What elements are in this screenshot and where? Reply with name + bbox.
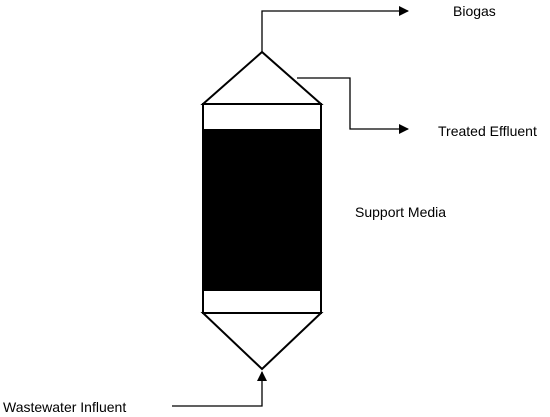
wastewater-influent-inlet-line: [172, 371, 267, 407]
treated-effluent-label: Treated Effluent: [438, 123, 537, 139]
wastewater-influent-label: Wastewater Influent: [3, 399, 126, 415]
reactor-bottom-cone: [200, 312, 324, 371]
biogas-label: Biogas: [453, 3, 496, 19]
support-media-block: [203, 129, 321, 291]
biogas-outlet-line: [261, 6, 409, 52]
treated-effluent-outlet-line: [297, 77, 409, 134]
support-media-label: Support Media: [355, 204, 446, 220]
